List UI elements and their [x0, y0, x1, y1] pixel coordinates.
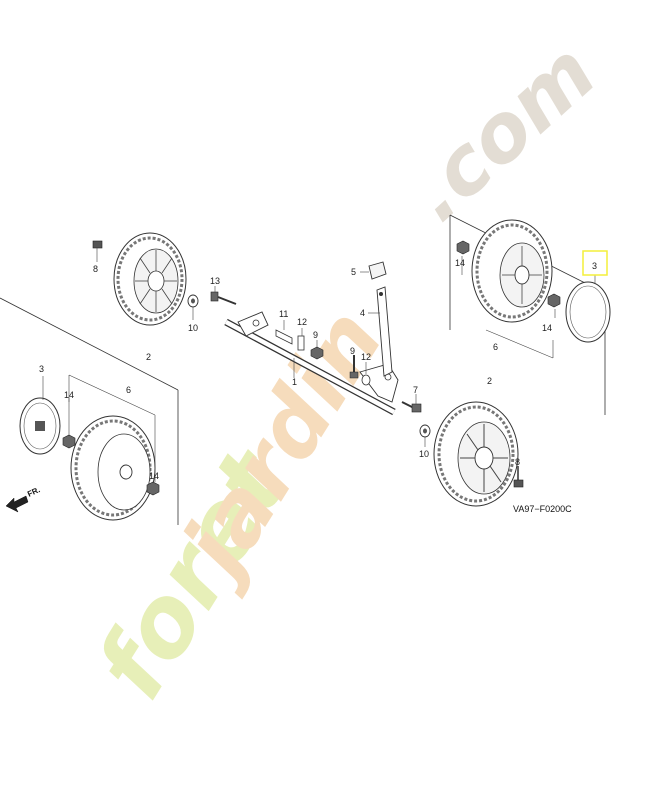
front-direction-indicator: FR. [5, 485, 42, 513]
part-label: 3 [592, 261, 597, 271]
part-label: 2 [146, 352, 151, 362]
highlight-box [582, 250, 608, 276]
washer-12-mid [361, 362, 371, 386]
part-label: 10 [419, 449, 429, 459]
part-label: 14 [455, 258, 465, 268]
pin-12 [297, 328, 305, 351]
part-label: 6 [126, 385, 131, 395]
nut-14-lower-left-a [62, 434, 76, 449]
bolt-13 [210, 286, 237, 305]
part-label: 7 [413, 385, 418, 395]
part-label: 13 [210, 276, 220, 286]
wheel-lower-right [433, 401, 519, 507]
diagram-code: VA97−F0200C [513, 504, 572, 514]
part-label: 5 [351, 267, 356, 277]
part-label: 3 [39, 364, 44, 374]
hub-cap-3-left [19, 376, 61, 455]
part-label: 14 [149, 471, 159, 481]
watermark: foret jardin .com [75, 25, 614, 717]
part-label: 6 [493, 342, 498, 352]
nut-9 [310, 340, 324, 360]
part-label: 9 [313, 330, 318, 340]
part-label: 11 [279, 309, 288, 319]
collar-11 [275, 320, 293, 345]
bolt-7 [401, 394, 422, 413]
part-label: 9 [350, 346, 355, 356]
nut-14-upper-right-a [456, 240, 470, 255]
washer-10-top [187, 294, 199, 320]
part-label: 12 [297, 317, 307, 327]
part-label: 8 [515, 457, 520, 467]
plate-5 [360, 261, 387, 280]
nut-14-upper-right-b [547, 293, 561, 308]
part-label: 12 [361, 352, 371, 362]
bolt-8-bottom [513, 466, 524, 488]
axle-1 [224, 311, 399, 416]
washer-10-bottom [419, 424, 431, 447]
wheel-upper-left [113, 232, 187, 326]
hub-cap-3-right [565, 275, 611, 343]
bolt-9-mid [349, 355, 359, 379]
part-labels: 1 2 2 3 3 4 5 6 6 7 8 8 9 9 10 10 11 12 … [39, 258, 597, 481]
front-label: FR. [26, 485, 41, 499]
bracket-upper-right [461, 256, 556, 359]
bolt-8-top [92, 240, 103, 262]
part-label: 4 [360, 308, 365, 318]
link-4 [368, 286, 393, 377]
watermark-text-com: .com [390, 25, 613, 239]
wheel-upper-right [471, 219, 553, 323]
nut-14-lower-left-b [146, 481, 160, 496]
part-label: 2 [487, 376, 492, 386]
part-label: 14 [542, 323, 552, 333]
part-label: 8 [93, 264, 98, 274]
wheel-lower-left [70, 415, 156, 521]
part-label: 10 [188, 323, 198, 333]
bracket-lower-left [68, 374, 156, 482]
front-arrow-icon [5, 495, 29, 513]
part-label: 14 [64, 390, 74, 400]
part-label: 1 [292, 377, 297, 387]
